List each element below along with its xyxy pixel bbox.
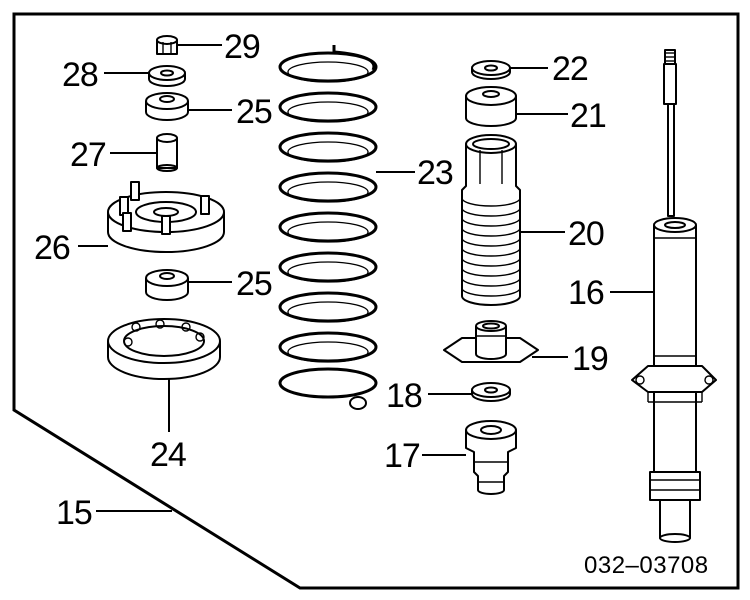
callout-29: 29 xyxy=(224,28,260,66)
callout-19: 19 xyxy=(572,340,608,378)
part-21-bump-stop xyxy=(465,86,517,127)
callout-27: 27 xyxy=(70,136,106,174)
part-23-coil-spring xyxy=(278,45,378,410)
callout-26: 26 xyxy=(34,229,70,267)
callout-18: 18 xyxy=(386,377,422,415)
assembly-frame xyxy=(12,12,740,590)
part-17-bushing xyxy=(465,420,517,495)
callout-23: 23 xyxy=(417,154,453,192)
part-16-shock-absorber xyxy=(631,49,717,543)
callout-21: 21 xyxy=(570,97,606,135)
callout-24: 24 xyxy=(150,436,186,474)
callout-15: 15 xyxy=(56,494,92,532)
diagram-part-code: 032–03708 xyxy=(584,552,709,579)
part-27-collar xyxy=(156,133,178,172)
callout-17: 17 xyxy=(384,437,420,475)
part-24-spring-seat xyxy=(107,318,221,380)
callout-22: 22 xyxy=(552,50,588,88)
part-20-dust-boot xyxy=(461,134,521,306)
callout-25-lower: 25 xyxy=(236,265,272,303)
part-29-nut xyxy=(156,35,178,55)
callout-25-upper: 25 xyxy=(236,93,272,131)
part-25-lower-bushing xyxy=(145,269,189,301)
callout-16: 16 xyxy=(568,274,604,312)
part-28-washer xyxy=(148,65,186,87)
callout-28: 28 xyxy=(62,56,98,94)
callout-20: 20 xyxy=(568,215,604,253)
part-19-spring-seat xyxy=(443,320,539,363)
part-22-stop-washer xyxy=(471,60,511,80)
part-18-washer xyxy=(471,382,511,402)
part-26-upper-mount xyxy=(107,181,225,253)
part-25-upper-bushing xyxy=(145,92,189,121)
